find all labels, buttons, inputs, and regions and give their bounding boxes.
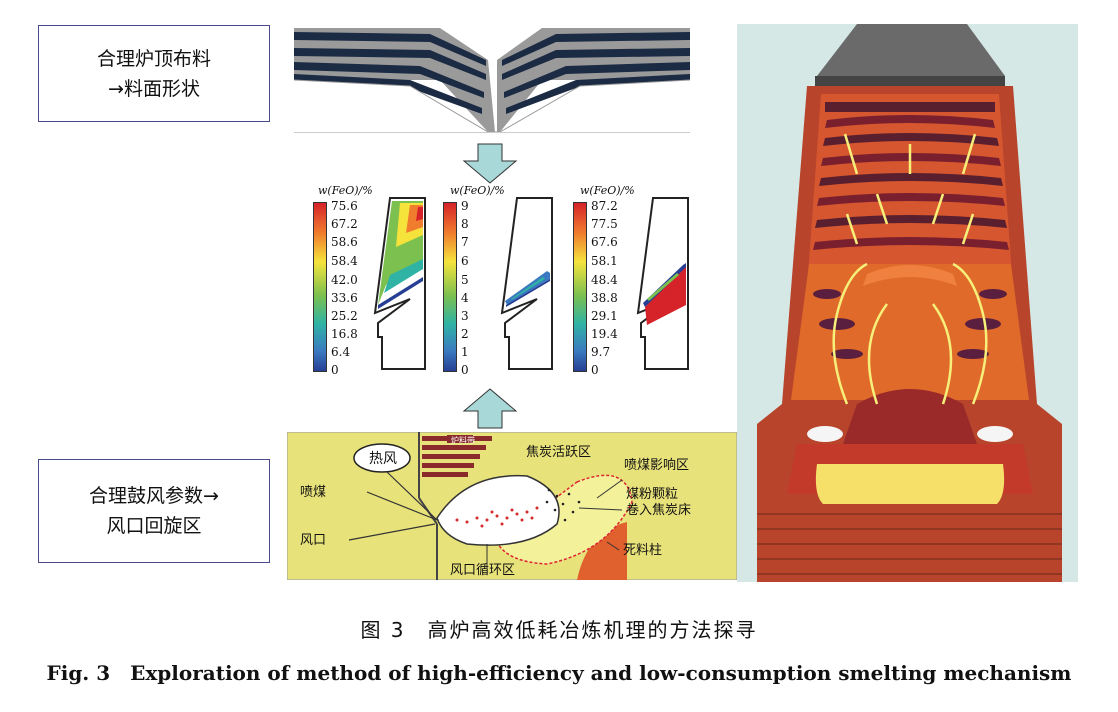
legend-3-colorbar [573,202,587,372]
legend-3-tick: 58.1 [591,254,618,268]
legend-3-tick: 0 [591,363,599,377]
blast-box-line-2: 风口回旋区 [106,515,202,537]
burden-box-line-2: →料面形状 [108,77,200,100]
blast-parameters-box: 合理鼓风参数→ 风口回旋区 [38,459,270,563]
legend-3-tick: 9.7 [591,345,611,359]
legend-1-tick: 42.0 [331,273,358,287]
legend-1-tick: 67.2 [331,217,358,231]
up-arrow [462,388,518,429]
legend-2-tick: 1 [461,345,469,359]
legend-2-tick: 3 [461,309,469,323]
legend-2-tick: 7 [461,235,469,249]
furnace-layers [813,102,1009,250]
coal-particles-label-1: 煤粉颗粒 [626,487,679,502]
coke-active-zone-label: 焦炭活跃区 [526,445,592,460]
legend-2-tick: 6 [461,254,469,268]
coal-injection-label: 喷煤 [300,485,327,500]
tuyere-label: 风口 [300,533,327,548]
legend-1-label: w(FeO)/% [318,184,373,197]
legend-2-label: w(FeO)/% [450,184,505,197]
legend-1-tick: 16.8 [331,327,358,341]
legend-1-tick: 75.6 [331,199,358,213]
legend-2-tick: 5 [461,273,469,287]
legend-3-tick: 77.5 [591,217,618,231]
coal-particles-label-2: 卷入焦炭床 [626,503,692,518]
legend-2-tick: 4 [461,291,469,305]
hearth-bricks [757,513,1062,575]
legend-3-label: w(FeO)/% [580,184,635,197]
legend-3-tick: 67.6 [591,235,618,249]
feo-contour-2 [500,197,553,370]
hot-air-label: 热风 [369,451,397,467]
burden-box-line-1: 合理炉顶布料 [96,47,211,70]
down-arrow [462,143,518,184]
blast-furnace-illustration [737,24,1078,582]
legend-1-tick: 25.2 [331,309,358,323]
legend-3-tick: 38.8 [591,291,618,305]
legend-1-tick: 33.6 [331,291,358,305]
legend-1-tick: 58.4 [331,254,358,268]
feo-contour-1 [373,197,426,370]
raceway-diagram [287,432,737,580]
burden-profile-chart [290,20,695,135]
caption-chinese: 图 3 高炉高效低耗冶炼机理的方法探寻 [360,618,758,642]
legend-1-tick: 58.6 [331,235,358,249]
raceway-zone-label: 风口循环区 [450,563,516,578]
cohesive-zone [813,289,1007,359]
legend-1-tick: 0 [331,363,339,377]
legend-3-tick: 29.1 [591,309,618,323]
burden-distribution-box: 合理炉顶布料 →料面形状 [38,25,270,122]
coal-particles [455,506,539,528]
caption-english: Fig. 3 Exploration of method of high-eff… [46,661,1072,685]
feo-contour-3 [636,197,689,370]
legend-3-tick: 87.2 [591,199,618,213]
legend-3-tick: 48.4 [591,273,618,287]
legend-1-colorbar [313,202,327,372]
legend-2-tick: 8 [461,217,469,231]
legend-2-tick: 9 [461,199,469,213]
legend-1-tick: 6.4 [331,345,351,359]
legend-2-tick: 2 [461,327,469,341]
gas-flow-arrows [832,133,988,405]
legend-2-colorbar [443,202,457,372]
legend-2-tick: 0 [461,363,469,377]
burden-sign-label: 炉料带 [451,436,475,445]
legend-3-tick: 19.4 [591,327,618,341]
dead-man-label: 死料柱 [623,543,663,558]
coal-influence-zone-label: 喷煤影响区 [624,458,690,473]
coke-particles [545,488,581,522]
blast-box-line-1: 合理鼓风参数→ [89,485,219,507]
